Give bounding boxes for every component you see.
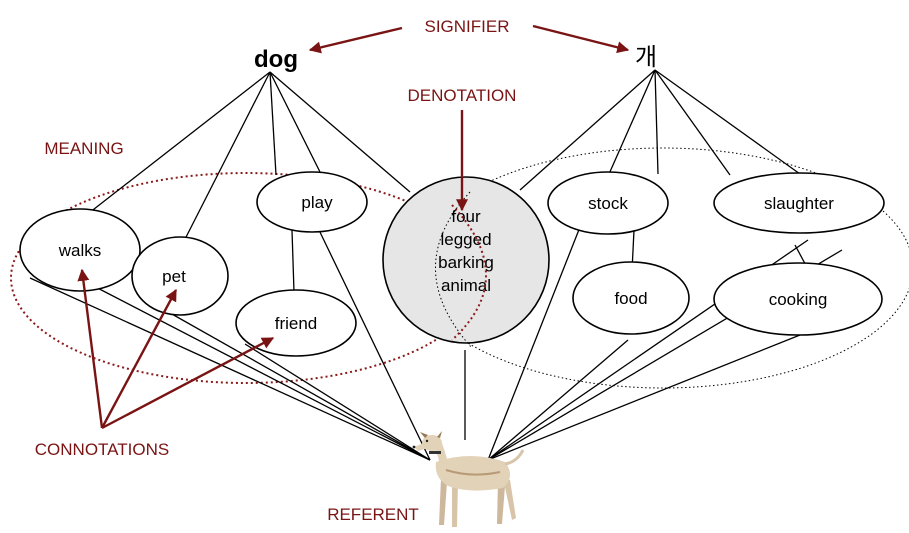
referent-dog-image: [412, 431, 525, 527]
label-referent: REFERENT: [327, 505, 419, 524]
node-food-label: food: [614, 289, 647, 308]
denotation-line-1: four: [451, 207, 481, 226]
node-food: food: [572, 261, 690, 335]
node-walks: walks: [19, 208, 141, 292]
node-denotation: four legged barking animal: [382, 176, 550, 344]
node-walks-label: walks: [58, 241, 102, 260]
signifier-arrow-right: [532, 24, 630, 54]
denotation-line-2: legged: [440, 230, 491, 249]
denotation-line-3: barking: [438, 253, 494, 272]
label-connotations: CONNOTATIONS: [35, 440, 169, 459]
signifier-word-korean: 개: [635, 44, 657, 71]
node-play-label: play: [301, 193, 333, 212]
node-slaughter: slaughter: [713, 172, 885, 234]
node-stock: stock: [547, 171, 669, 235]
edges-from-gae: [519, 69, 801, 191]
signifier-word-english: dog: [254, 46, 298, 73]
signifier-arrow-left: [308, 26, 403, 54]
node-stock-label: stock: [588, 194, 628, 213]
node-friend-label: friend: [275, 314, 318, 333]
label-denotation: DENOTATION: [408, 86, 517, 105]
node-slaughter-label: slaughter: [764, 194, 834, 213]
node-play: play: [256, 171, 368, 233]
connotation-arrow-friend: [101, 336, 275, 430]
node-pet-label: pet: [162, 267, 186, 286]
connotation-arrow-pet: [100, 288, 178, 429]
label-signifier: SIGNIFIER: [424, 17, 509, 36]
denotation-line-4: animal: [441, 276, 491, 295]
node-cooking: cooking: [713, 262, 883, 336]
edges-from-dog: [79, 71, 411, 248]
node-cooking-label: cooking: [769, 290, 828, 309]
connotation-arrow-walks: [77, 268, 104, 429]
label-meaning: MEANING: [44, 139, 123, 158]
arrows: [77, 24, 630, 430]
node-friend: friend: [235, 289, 357, 357]
node-pet: pet: [131, 236, 229, 316]
